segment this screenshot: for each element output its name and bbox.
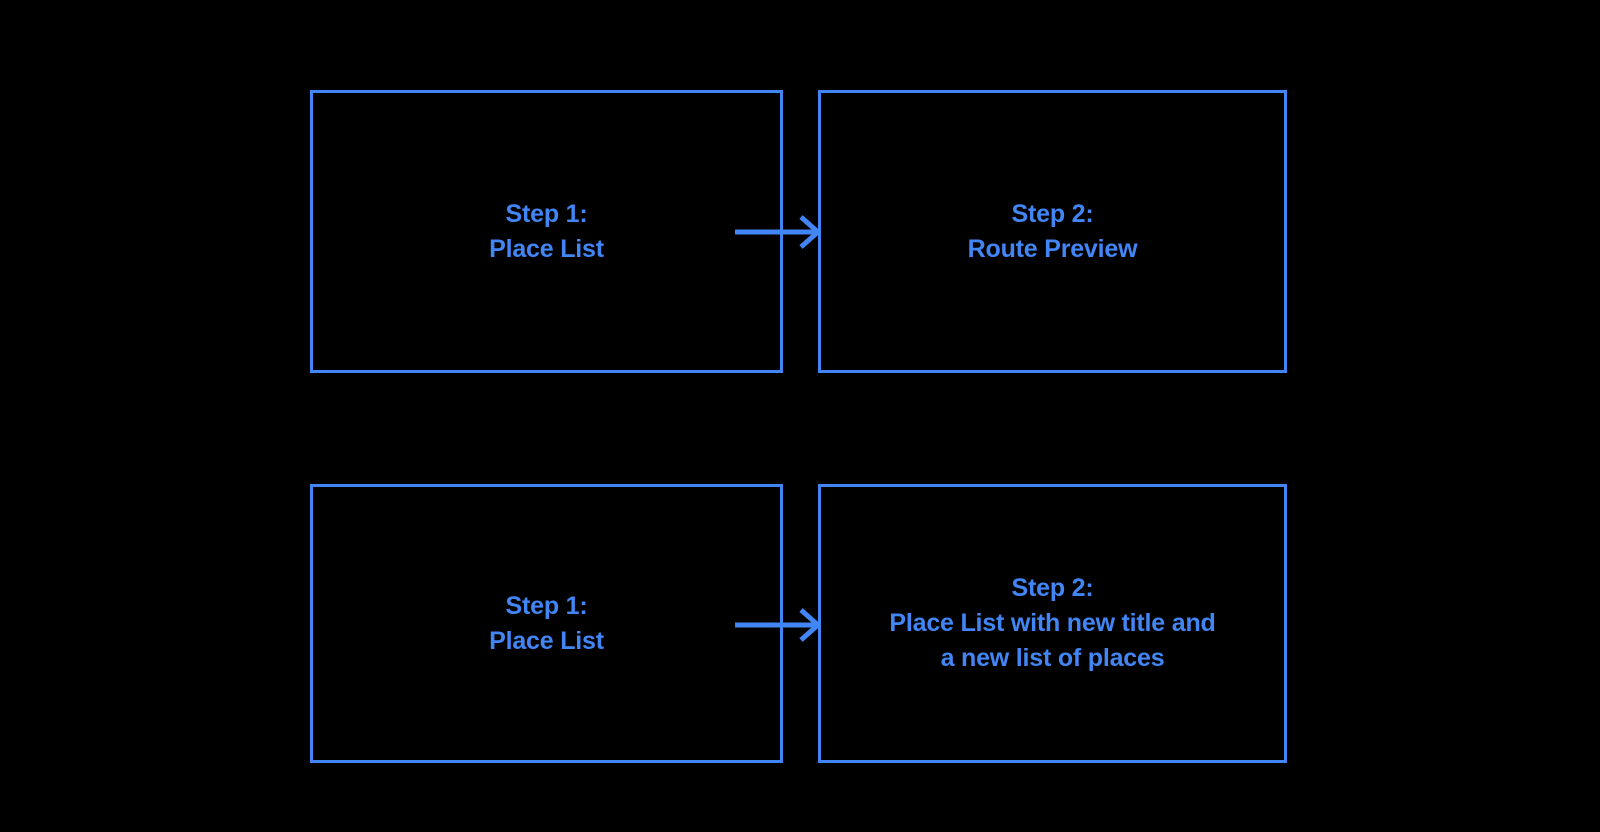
flow-row-route-preview: Step 1: Place List Step 2: Route Preview xyxy=(0,90,1600,376)
flow-row-place-list-update: Step 1: Place List Step 2: Place List wi… xyxy=(0,484,1600,764)
step-box-row1-step1[interactable]: Step 1: Place List xyxy=(310,90,783,373)
step-box-row2-step2[interactable]: Step 2: Place List with new title and a … xyxy=(818,484,1287,763)
step-box-row1-step2[interactable]: Step 2: Route Preview xyxy=(818,90,1287,373)
step-box-row2-step1-label: Step 1: Place List xyxy=(489,591,604,655)
step-box-row1-step2-label: Step 2: Route Preview xyxy=(967,199,1138,263)
step-box-row1-step1-label: Step 1: Place List xyxy=(489,199,604,263)
step-box-row2-step1[interactable]: Step 1: Place List xyxy=(310,484,783,763)
step-box-row2-step2-label: Step 2: Place List with new title and a … xyxy=(889,574,1216,672)
